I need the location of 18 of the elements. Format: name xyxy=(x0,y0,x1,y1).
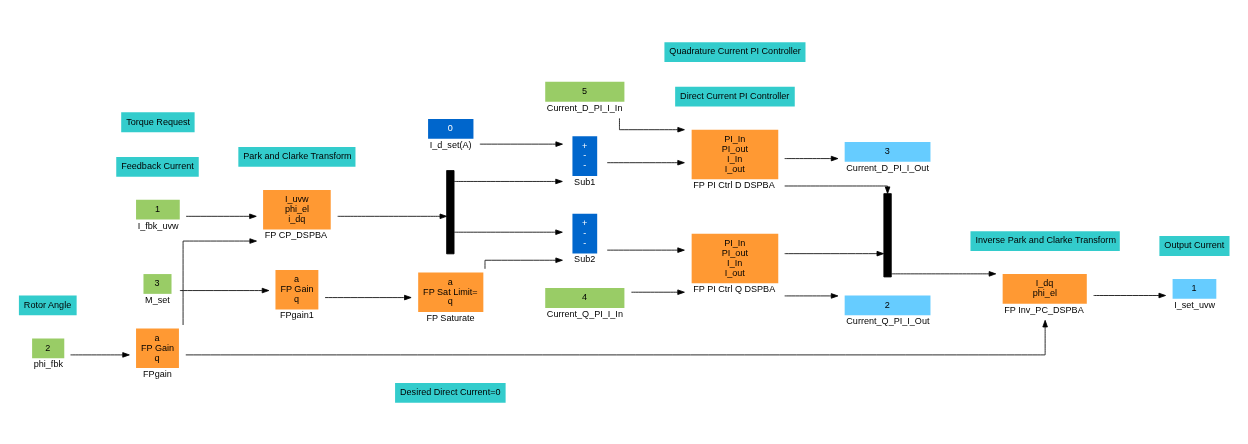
node-label: Current_D_PI_I_In xyxy=(546,102,623,113)
node-label: FP PI Ctrl D DSPBA xyxy=(693,179,775,190)
node-label: Sub1 xyxy=(574,176,596,187)
node-label: phi_fbk xyxy=(33,358,63,369)
node-label: FPgain xyxy=(143,368,172,379)
node-label: M_set xyxy=(145,294,170,305)
node-label: I_set_uvw xyxy=(1174,299,1216,310)
node-label: Current_Q_PI_I_In xyxy=(546,308,623,319)
node-label: FPgain1 xyxy=(280,309,314,320)
node-label: FP Inv_PC_DSPBA xyxy=(1004,304,1084,315)
node-label: Current_Q_PI_I_Out xyxy=(846,315,930,326)
node-label: Sub2 xyxy=(574,253,596,264)
node-label: FP Saturate xyxy=(426,312,475,323)
node-label: I_d_set(A) xyxy=(429,139,472,150)
node-label: FP PI Ctrl Q DSPBA xyxy=(693,283,776,294)
node-label: Current_D_PI_I_Out xyxy=(846,162,929,173)
node-label: I_fbk_uvw xyxy=(137,220,179,231)
node-label: FP CP_DSPBA xyxy=(264,229,328,240)
